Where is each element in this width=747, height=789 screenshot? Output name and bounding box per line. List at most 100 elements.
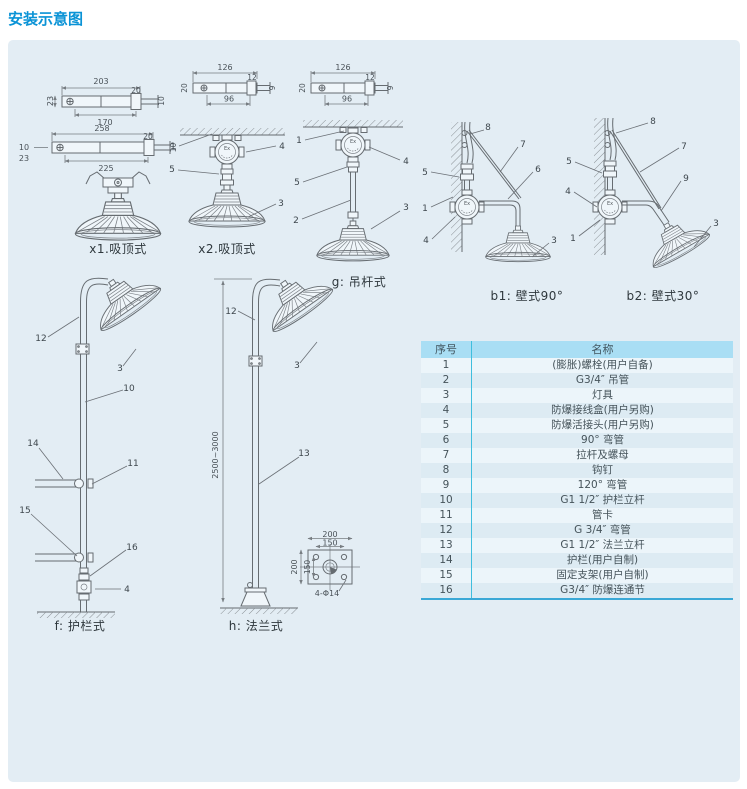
cell-seq: 11 [439, 509, 453, 521]
svg-text:10: 10 [169, 143, 178, 153]
cell-name: 钩钉 [471, 463, 733, 478]
part-label: 5 [294, 178, 300, 188]
part-label: 5 [169, 165, 175, 175]
part-label: 15 [19, 506, 30, 516]
svg-text:150: 150 [322, 539, 337, 548]
cell-name: 防爆接线盒(用户另购) [471, 403, 733, 418]
cell-name: G3/4″ 吊管 [471, 373, 733, 388]
part-label: 12 [35, 334, 46, 344]
part-label: 1 [570, 234, 576, 244]
drawing-mounting-plate-203: 203 20 23 170 10 [46, 77, 166, 127]
table-row: 13 G1 1/2″ 法兰立杆 [421, 538, 733, 553]
drawing-flange-detail: 200 150 200 150 4-Φ14 [290, 530, 360, 598]
drawing-x2-ceiling-mount: 1 4 5 3 x2.吸顶式 [169, 128, 285, 256]
svg-text:10: 10 [19, 143, 29, 152]
part-label: 5 [566, 157, 572, 167]
cell-name: 120° 弯管 [471, 478, 733, 493]
part-label: 14 [27, 439, 39, 449]
table-row: 1(膨胀)螺栓(用户自备) [421, 358, 733, 373]
svg-text:203: 203 [93, 77, 108, 86]
svg-text:225: 225 [98, 164, 113, 173]
cell-name: 灯具 [471, 388, 733, 403]
svg-text:150: 150 [303, 560, 312, 575]
cell-seq: 12 [439, 524, 453, 536]
svg-text:96: 96 [342, 95, 352, 104]
part-label: 1 [296, 136, 302, 146]
part-label: 4 [279, 142, 285, 152]
drawing-f-guardrail-mount: 12 3 10 14 11 15 16 4 f: 护栏式 [19, 259, 164, 633]
caption-b1: b1: 壁式90° [491, 288, 564, 303]
cell-seq: 2 [442, 374, 450, 386]
part-label: 3 [278, 199, 284, 209]
cell-seq: 10 [439, 494, 453, 506]
svg-text:200: 200 [322, 530, 337, 539]
part-label: 9 [683, 174, 689, 184]
part-label: 1 [170, 142, 176, 152]
cell-seq: 4 [442, 404, 450, 416]
cell-name: G1 1/2″ 护栏立杆 [471, 493, 733, 508]
drawing-mounting-plate-126-left: 126 12 20 96 9 [180, 63, 277, 106]
cell-seq: 15 [439, 569, 453, 581]
table-row: 5 防爆活接头(用户另购) [421, 418, 733, 433]
caption-g: g: 吊杆式 [332, 275, 386, 289]
svg-text:200: 200 [290, 559, 299, 574]
drawing-b1-wall-mount-90: 8 7 6 5 1 4 3 b1: 壁式90° [422, 121, 564, 303]
part-label: 6 [535, 165, 541, 175]
cell-name: G3/4″ 防爆连通节 [471, 583, 733, 598]
header-seq: 序号 [435, 343, 457, 356]
caption-f: f: 护栏式 [55, 618, 106, 633]
table-row: 9 120° 弯管 [421, 478, 733, 493]
flange-holes-label: 4-Φ14 [315, 589, 339, 598]
caption-x1: x1.吸顶式 [89, 242, 147, 256]
part-label: 1 [422, 204, 428, 214]
svg-text:258: 258 [94, 124, 109, 133]
drawing-b2-wall-mount-30: 8 7 9 5 4 1 3 b2: 壁式30° [565, 117, 719, 303]
table-row: 15 固定支架(用户自制) [421, 568, 733, 583]
cell-seq: 13 [439, 539, 453, 551]
svg-text:20: 20 [180, 83, 189, 93]
svg-text:23: 23 [19, 154, 29, 163]
part-label: 3 [294, 361, 300, 371]
page-title: 安装示意图 [8, 10, 84, 28]
drawing-mounting-plate-126-right: 126 12 20 96 9 [298, 63, 395, 106]
part-label: 12 [225, 307, 236, 317]
cell-seq: 9 [442, 479, 450, 491]
caption-x2: x2.吸顶式 [198, 242, 256, 256]
svg-text:12: 12 [247, 73, 257, 82]
svg-text:20: 20 [143, 132, 153, 141]
part-label: 16 [126, 543, 138, 553]
cell-seq: 5 [442, 419, 450, 431]
part-label: 7 [520, 140, 526, 150]
table-row: 10 G1 1/2″ 护栏立杆 [421, 493, 733, 508]
table-row: 2 G3/4″ 吊管 [421, 373, 733, 388]
cell-seq: 6 [442, 434, 450, 446]
part-label: 3 [117, 364, 123, 374]
svg-text:10: 10 [157, 96, 166, 106]
cell-name: G1 1/2″ 法兰立杆 [471, 538, 733, 553]
cell-name: 护栏(用户自制) [471, 553, 733, 568]
drawing-mounting-plate-258: 258 20 10 23 225 10 [19, 124, 178, 173]
svg-text:126: 126 [335, 63, 350, 72]
cell-seq: 7 [442, 449, 450, 461]
svg-text:12: 12 [365, 73, 375, 82]
part-label: 3 [403, 203, 409, 213]
part-label: 4 [403, 157, 409, 167]
cell-name: 防爆活接头(用户另购) [471, 418, 733, 433]
part-label: 4 [565, 187, 571, 197]
part-label: 8 [650, 117, 656, 127]
cell-name: 固定支架(用户自制) [471, 568, 733, 583]
table-row: 6 90° 弯管 [421, 433, 733, 448]
svg-text:20: 20 [131, 86, 141, 95]
cell-name: 90° 弯管 [471, 433, 733, 448]
part-label: 2 [293, 216, 299, 226]
cell-name: (膨胀)螺栓(用户自备) [471, 358, 733, 373]
part-label: 11 [127, 459, 138, 469]
